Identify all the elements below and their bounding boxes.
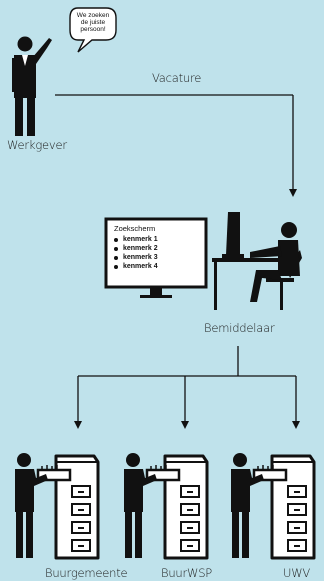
- criterion-item: kenmerk 4: [114, 263, 158, 270]
- bullet-icon: [114, 264, 118, 269]
- search-screen-title: Zoekscherm: [114, 224, 156, 233]
- employer-figure: [12, 36, 52, 136]
- criterion-item: kenmerk 2: [114, 245, 158, 252]
- branch-edges: [74, 346, 300, 429]
- target-label-uwv: UWV: [283, 566, 311, 580]
- employer-label: Werkgever: [7, 138, 67, 152]
- target-figure-buurgemeente: [13, 452, 100, 560]
- vacancy-edge-label: Vacature: [152, 71, 202, 85]
- target-label-buurgemeente: Buurgemeente: [45, 566, 128, 580]
- target-figure-buurwsp: [122, 452, 209, 560]
- speech-line-2: de juiste: [80, 19, 106, 26]
- criterion-label: kenmerk 3: [123, 254, 158, 261]
- criterion-label: kenmerk 4: [123, 263, 158, 270]
- vacancy-edge: [55, 94, 297, 197]
- speech-bubble-text: We zoeken de juiste persoon!: [71, 12, 115, 33]
- speech-line-1: We zoeken: [76, 12, 110, 19]
- speech-bubble: [69, 7, 117, 53]
- speech-line-3: persoon!: [80, 26, 106, 33]
- target-label-buurwsp: BuurWSP: [161, 566, 213, 580]
- target-figure-uwv: [229, 452, 316, 560]
- criterion-item: kenmerk 3: [114, 254, 158, 261]
- bullet-icon: [114, 255, 118, 260]
- search-screen: Zoekscherm kenmerk 1 kenmerk 2 kenmerk 3…: [114, 224, 158, 270]
- bullet-icon: [114, 237, 118, 242]
- criterion-item: kenmerk 1: [114, 236, 158, 243]
- intermediary-label: Bemiddelaar: [204, 321, 275, 335]
- intermediary-figure: [281, 222, 297, 238]
- monitor-screen: [104, 217, 208, 289]
- workstation: [104, 212, 302, 310]
- criterion-label: kenmerk 2: [123, 245, 158, 252]
- bullet-icon: [114, 246, 118, 251]
- criterion-label: kenmerk 1: [123, 236, 158, 243]
